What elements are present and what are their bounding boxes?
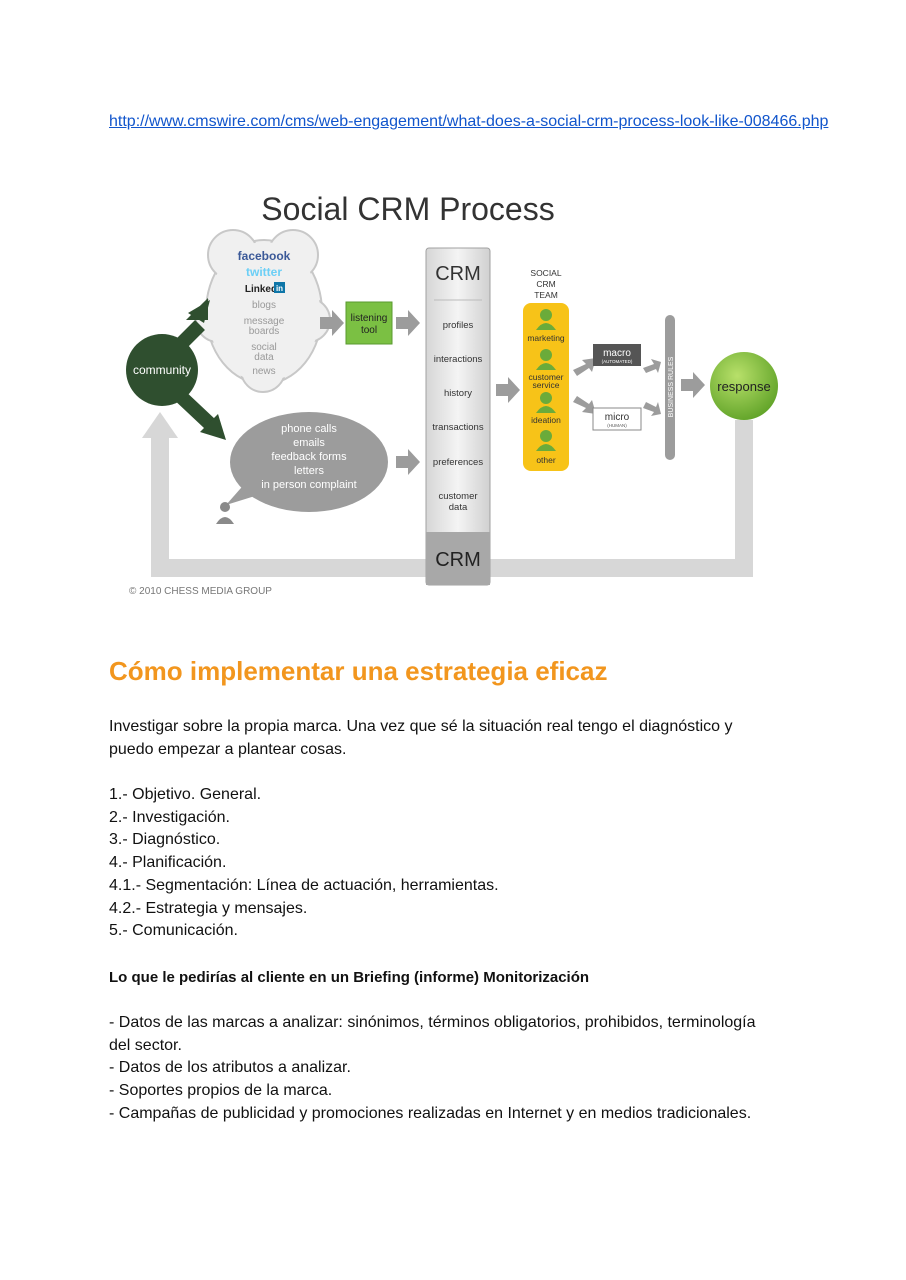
svg-text:news: news — [252, 366, 275, 377]
user-icon — [536, 430, 556, 451]
svg-text:SOCIAL: SOCIAL — [530, 268, 561, 278]
svg-text:emails: emails — [293, 437, 325, 449]
svg-text:listening: listening — [351, 313, 388, 324]
crm-top-label: CRM — [435, 263, 481, 285]
svg-text:customer: customer — [529, 372, 564, 382]
svg-text:other: other — [536, 455, 556, 465]
svg-text:social: social — [251, 342, 277, 353]
arrow-tool-to-crm — [396, 310, 420, 336]
svg-text:TEAM: TEAM — [534, 290, 558, 300]
section-heading: Cómo implementar una estrategia eficaz — [109, 656, 608, 686]
arrow-team-to-micro — [573, 396, 596, 414]
crm-bottom-label: CRM — [435, 549, 481, 571]
user-icon — [536, 349, 556, 370]
svg-text:(HUMAN): (HUMAN) — [607, 423, 627, 428]
linkedin-logo: Linked — [245, 284, 277, 295]
list-item: - Datos de los atributos a analizar. — [109, 1059, 351, 1077]
list-item: 5.- Comunicación. — [109, 922, 238, 940]
list-item: 4.- Planificación. — [109, 854, 227, 872]
steps-list: 1.- Objetivo. General. 2.- Investigación… — [109, 784, 829, 943]
svg-text:phone calls: phone calls — [281, 423, 337, 435]
svg-text:CRM: CRM — [536, 279, 555, 289]
svg-text:interactions: interactions — [434, 354, 483, 365]
intro-paragraph: Investigar sobre la propia marca. Una ve… — [109, 718, 733, 758]
arrow-rules-to-response — [681, 372, 705, 398]
social-crm-diagram: Social CRM Process facebook twitter Link… — [108, 180, 798, 605]
macro-box — [593, 344, 641, 366]
community-circle — [126, 334, 198, 406]
svg-text:letters: letters — [294, 465, 324, 477]
list-item: 3.- Diagnóstico. — [109, 831, 221, 849]
business-rules-bar — [665, 315, 675, 460]
svg-text:preferences: preferences — [433, 457, 483, 468]
svg-text:customer: customer — [438, 491, 477, 502]
list-item: del sector. — [109, 1036, 182, 1054]
social-crm-team-panel: marketing customer service ideation othe… — [523, 303, 569, 471]
arrow-crm-to-team — [496, 377, 520, 403]
response-circle — [710, 352, 778, 420]
svg-text:feedback forms: feedback forms — [271, 451, 347, 463]
user-icon — [536, 392, 556, 413]
arrow-micro-to-rules — [643, 402, 661, 416]
svg-text:data: data — [254, 352, 274, 363]
offline-channels-bubble: phone calls emails feedback forms letter… — [226, 412, 388, 512]
svg-text:blogs: blogs — [252, 300, 276, 311]
linkedin-badge: in — [276, 284, 283, 293]
svg-text:macro: macro — [603, 348, 631, 359]
svg-text:marketing: marketing — [527, 333, 565, 343]
crm-column: CRM profiles interactions history transa… — [425, 247, 491, 586]
svg-text:in person complaint: in person complaint — [261, 479, 356, 491]
diagram-title: Social CRM Process — [261, 191, 554, 227]
svg-text:profiles: profiles — [443, 320, 474, 331]
list-item: - Campañas de publicidad y promociones r… — [109, 1104, 752, 1122]
twitter-logo: twitter — [246, 265, 282, 279]
arrow-cloud-to-tool — [320, 310, 344, 336]
list-item: 1.- Objetivo. General. — [109, 786, 262, 803]
arrow-macro-to-rules — [643, 359, 661, 373]
response-label: response — [717, 379, 770, 394]
list-item: 2.- Investigación. — [109, 808, 230, 826]
briefing-title: Lo que le pedirías al cliente en un Brie… — [109, 969, 590, 986]
arrow-to-bubble — [200, 414, 226, 440]
loop-arrowhead — [142, 412, 178, 438]
svg-text:(AUTOMATED): (AUTOMATED) — [602, 359, 633, 364]
facebook-logo: facebook — [238, 249, 291, 263]
copyright: © 2010 CHESS MEDIA GROUP — [129, 586, 272, 597]
svg-text:transactions: transactions — [432, 422, 483, 433]
social-media-cloud: facebook twitter Linked in blogs message… — [195, 229, 331, 393]
arrow-bubble-to-crm — [396, 449, 420, 475]
person-icon — [216, 502, 234, 524]
listening-tool-box — [345, 301, 393, 345]
arrow-team-to-macro — [573, 358, 596, 376]
micro-box — [592, 407, 642, 431]
svg-text:ideation: ideation — [531, 415, 561, 425]
user-icon — [536, 309, 556, 330]
source-link[interactable]: http://www.cmswire.com/cms/web-engagemen… — [109, 113, 829, 130]
briefing-list: - Datos de las marcas a analizar: sinóni… — [109, 1012, 829, 1126]
svg-text:micro: micro — [605, 412, 630, 423]
list-item: 4.2.- Estrategia y mensajes. — [109, 899, 308, 917]
list-item: 4.1.- Segmentación: Línea de actuación, … — [109, 876, 499, 894]
svg-text:history: history — [444, 388, 472, 399]
svg-text:data: data — [449, 502, 468, 513]
svg-text:message: message — [244, 316, 285, 327]
list-item: - Soportes propios de la marca. — [109, 1082, 333, 1100]
svg-text:boards: boards — [249, 326, 280, 337]
list-item: - Datos de las marcas a analizar: sinóni… — [109, 1014, 756, 1031]
svg-text:service: service — [533, 380, 560, 390]
community-label: community — [133, 363, 191, 377]
svg-text:tool: tool — [361, 325, 377, 336]
business-rules-label: BUSINESS RULES — [668, 356, 675, 417]
